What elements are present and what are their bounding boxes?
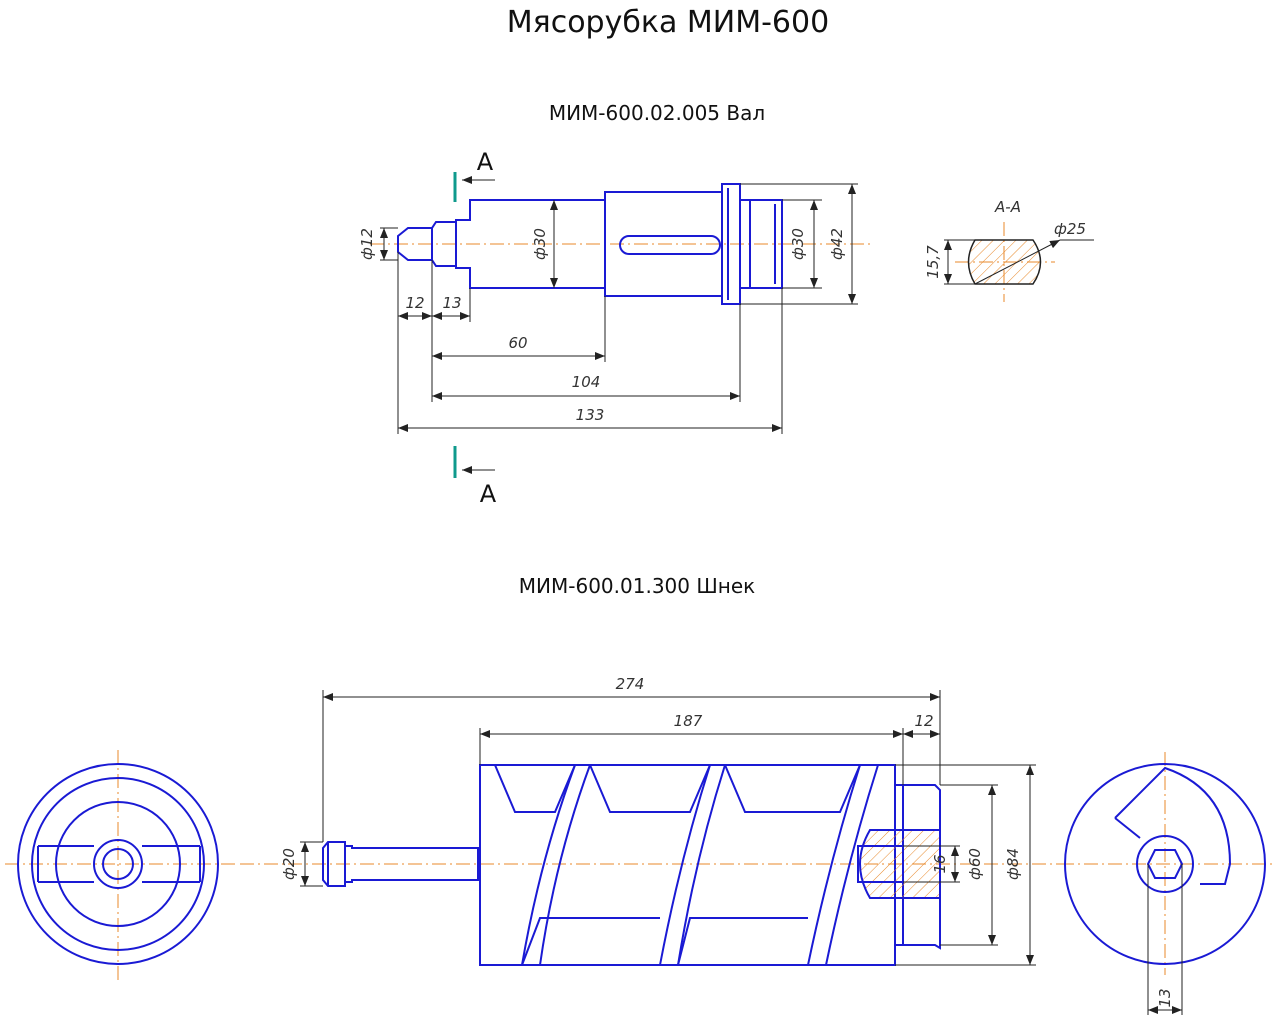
shaft-drawing: А А ф12 ф30 ф30 ф42 12 13 60 104 [358, 148, 870, 508]
keyway [619, 235, 721, 255]
section-label-bottom: А [480, 480, 497, 508]
dim-d42: ф42 [828, 228, 846, 260]
dim-l12: 12 [405, 294, 424, 312]
screw-right-view: 13 [1060, 752, 1275, 1015]
dim-w13: 13 [1156, 988, 1174, 1007]
dim-l13: 13 [442, 294, 461, 312]
dim-l274: 274 [616, 675, 645, 693]
section-view-label: А-А [994, 198, 1021, 216]
dim-l104: 104 [572, 373, 601, 391]
dim-d25: ф25 [1054, 220, 1086, 238]
shaft-caption: МИМ-600.02.005 Вал [549, 101, 765, 125]
dim-w157: 15,7 [924, 245, 942, 279]
dim-screw-l12: 12 [914, 712, 933, 730]
dim-d30a: ф30 [531, 228, 549, 260]
screw-main-view: 274 187 12 ф20 16 ф60 ф84 [240, 675, 1060, 966]
dim-d20: ф20 [280, 848, 298, 880]
dim-d60: ф60 [966, 848, 984, 880]
dim-d30b: ф30 [789, 228, 807, 260]
dim-d16: 16 [931, 854, 949, 873]
dim-l133: 133 [576, 406, 605, 424]
dim-d84: ф84 [1004, 848, 1022, 880]
dim-d12: ф12 [358, 228, 376, 260]
drawing-title: Мясорубка МИМ-600 [507, 5, 829, 40]
screw-caption: МИМ-600.01.300 Шнек [519, 574, 755, 598]
dim-l187: 187 [674, 712, 703, 730]
section-a-a: А-А ф25 15,7 [924, 198, 1094, 302]
section-profile [967, 239, 1042, 285]
dim-l60: 60 [508, 334, 527, 352]
section-label-top: А [477, 148, 494, 176]
screw-left-view [5, 750, 235, 982]
